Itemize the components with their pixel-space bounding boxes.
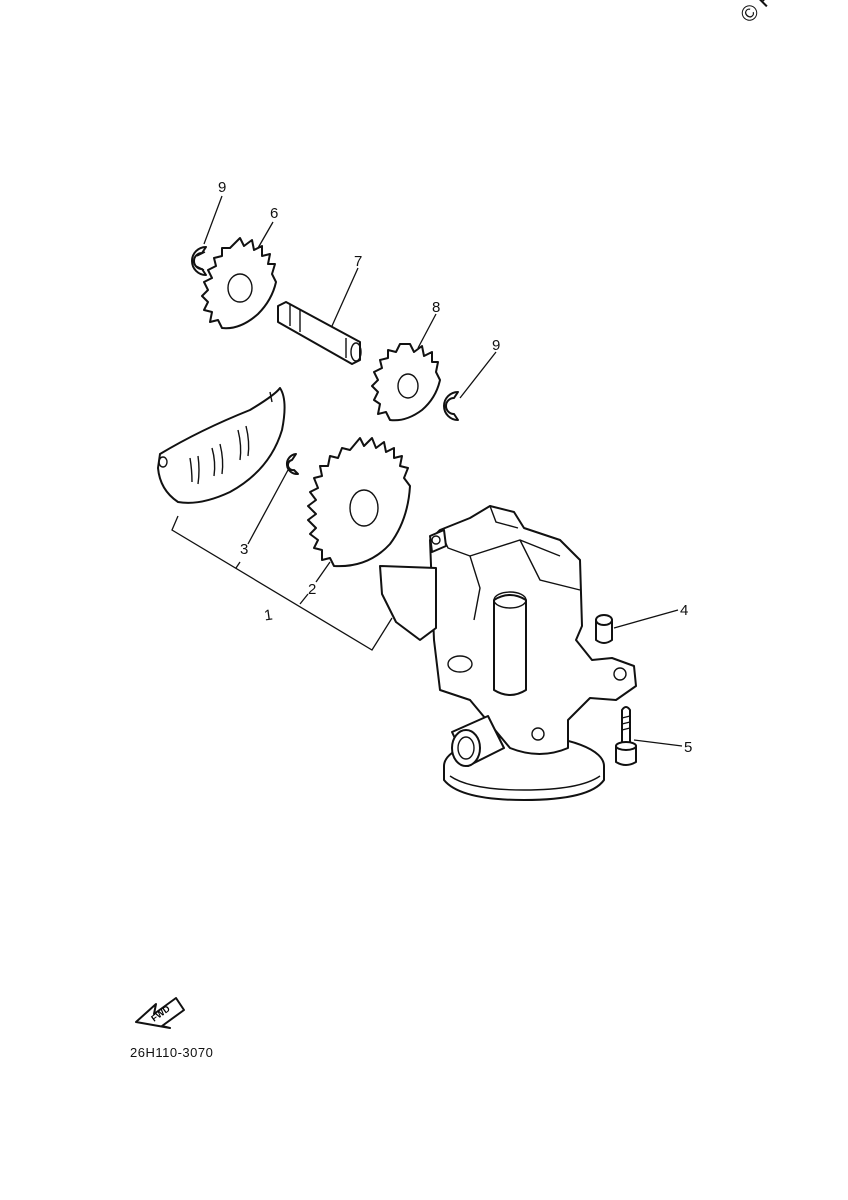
part-8-gear[interactable] bbox=[371, 343, 441, 422]
callout-1: 1 bbox=[263, 606, 274, 624]
callout-5: 5 bbox=[684, 739, 692, 756]
part-6-gear[interactable] bbox=[201, 237, 277, 330]
callout-3: 3 bbox=[240, 541, 248, 558]
callout-7: 7 bbox=[354, 253, 362, 270]
leader-lines bbox=[171, 195, 683, 747]
part-5-bolt[interactable] bbox=[615, 706, 637, 766]
oil-pump-body[interactable] bbox=[379, 505, 637, 801]
pump-cover-plate[interactable] bbox=[157, 387, 286, 504]
part-9-circlip-upper[interactable] bbox=[191, 246, 207, 276]
callout-9-lower: 9 bbox=[492, 337, 500, 354]
part-2-large-gear[interactable] bbox=[307, 437, 411, 568]
fwd-arrow-icon: FWD bbox=[135, 997, 185, 1029]
callout-8: 8 bbox=[432, 299, 440, 316]
callout-6: 6 bbox=[270, 205, 278, 222]
part-7-shaft[interactable] bbox=[277, 301, 362, 365]
part-9-circlip-lower[interactable] bbox=[443, 391, 459, 421]
part-3-circlip[interactable] bbox=[286, 453, 299, 476]
callout-9-upper: 9 bbox=[218, 179, 226, 196]
part-4-dowel[interactable] bbox=[595, 614, 613, 644]
callout-4: 4 bbox=[680, 602, 688, 619]
diagram-reference-code: 26H110-3070 bbox=[130, 1045, 214, 1060]
callout-labels: 9 6 7 8 9 3 2 1 4 5 bbox=[218, 179, 692, 756]
callout-2: 2 bbox=[308, 581, 316, 598]
